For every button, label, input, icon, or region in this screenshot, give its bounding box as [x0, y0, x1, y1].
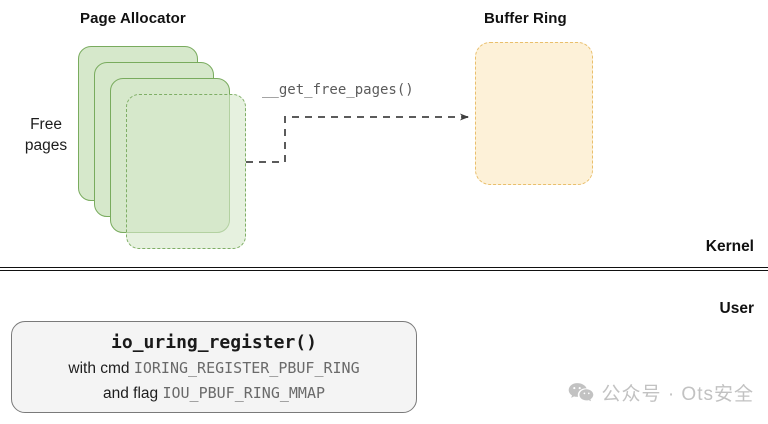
user-boundary-label: User — [719, 300, 754, 317]
io-uring-flag-line: and flag IOU_PBUF_RING_MMAP — [103, 381, 325, 406]
get-free-pages-label: __get_free_pages() — [262, 82, 414, 98]
io-uring-flag-value: IOU_PBUF_RING_MMAP — [162, 384, 326, 402]
io-uring-register-box: io_uring_register() with cmd IORING_REGI… — [11, 321, 417, 413]
buffer-ring-box — [475, 42, 593, 185]
page-allocator-title: Page Allocator — [80, 10, 186, 27]
io-uring-cmd-line: with cmd IORING_REGISTER_PBUF_RING — [68, 356, 359, 381]
page-card-allocated-dashed — [126, 94, 246, 249]
io-uring-cmd-value: IORING_REGISTER_PBUF_RING — [133, 359, 360, 377]
watermark: 公众号 · Ots安全 — [568, 379, 754, 406]
connector-path — [246, 113, 469, 163]
kernel-boundary-label: Kernel — [705, 238, 754, 255]
wechat-icon — [568, 382, 593, 401]
io-uring-cmd-prefix: with cmd — [68, 360, 134, 377]
watermark-text: 公众号 · Ots安全 — [601, 384, 754, 405]
buffer-ring-title: Buffer Ring — [484, 10, 567, 27]
kernel-user-divider — [0, 267, 768, 271]
free-pages-label-line-2: pages — [24, 137, 68, 154]
free-pages-label-line-1: Free — [30, 116, 62, 133]
io-uring-flag-prefix: and flag — [102, 385, 163, 402]
io-uring-register-call: io_uring_register() — [111, 332, 317, 353]
free-pages-label: Free pages — [14, 114, 78, 156]
